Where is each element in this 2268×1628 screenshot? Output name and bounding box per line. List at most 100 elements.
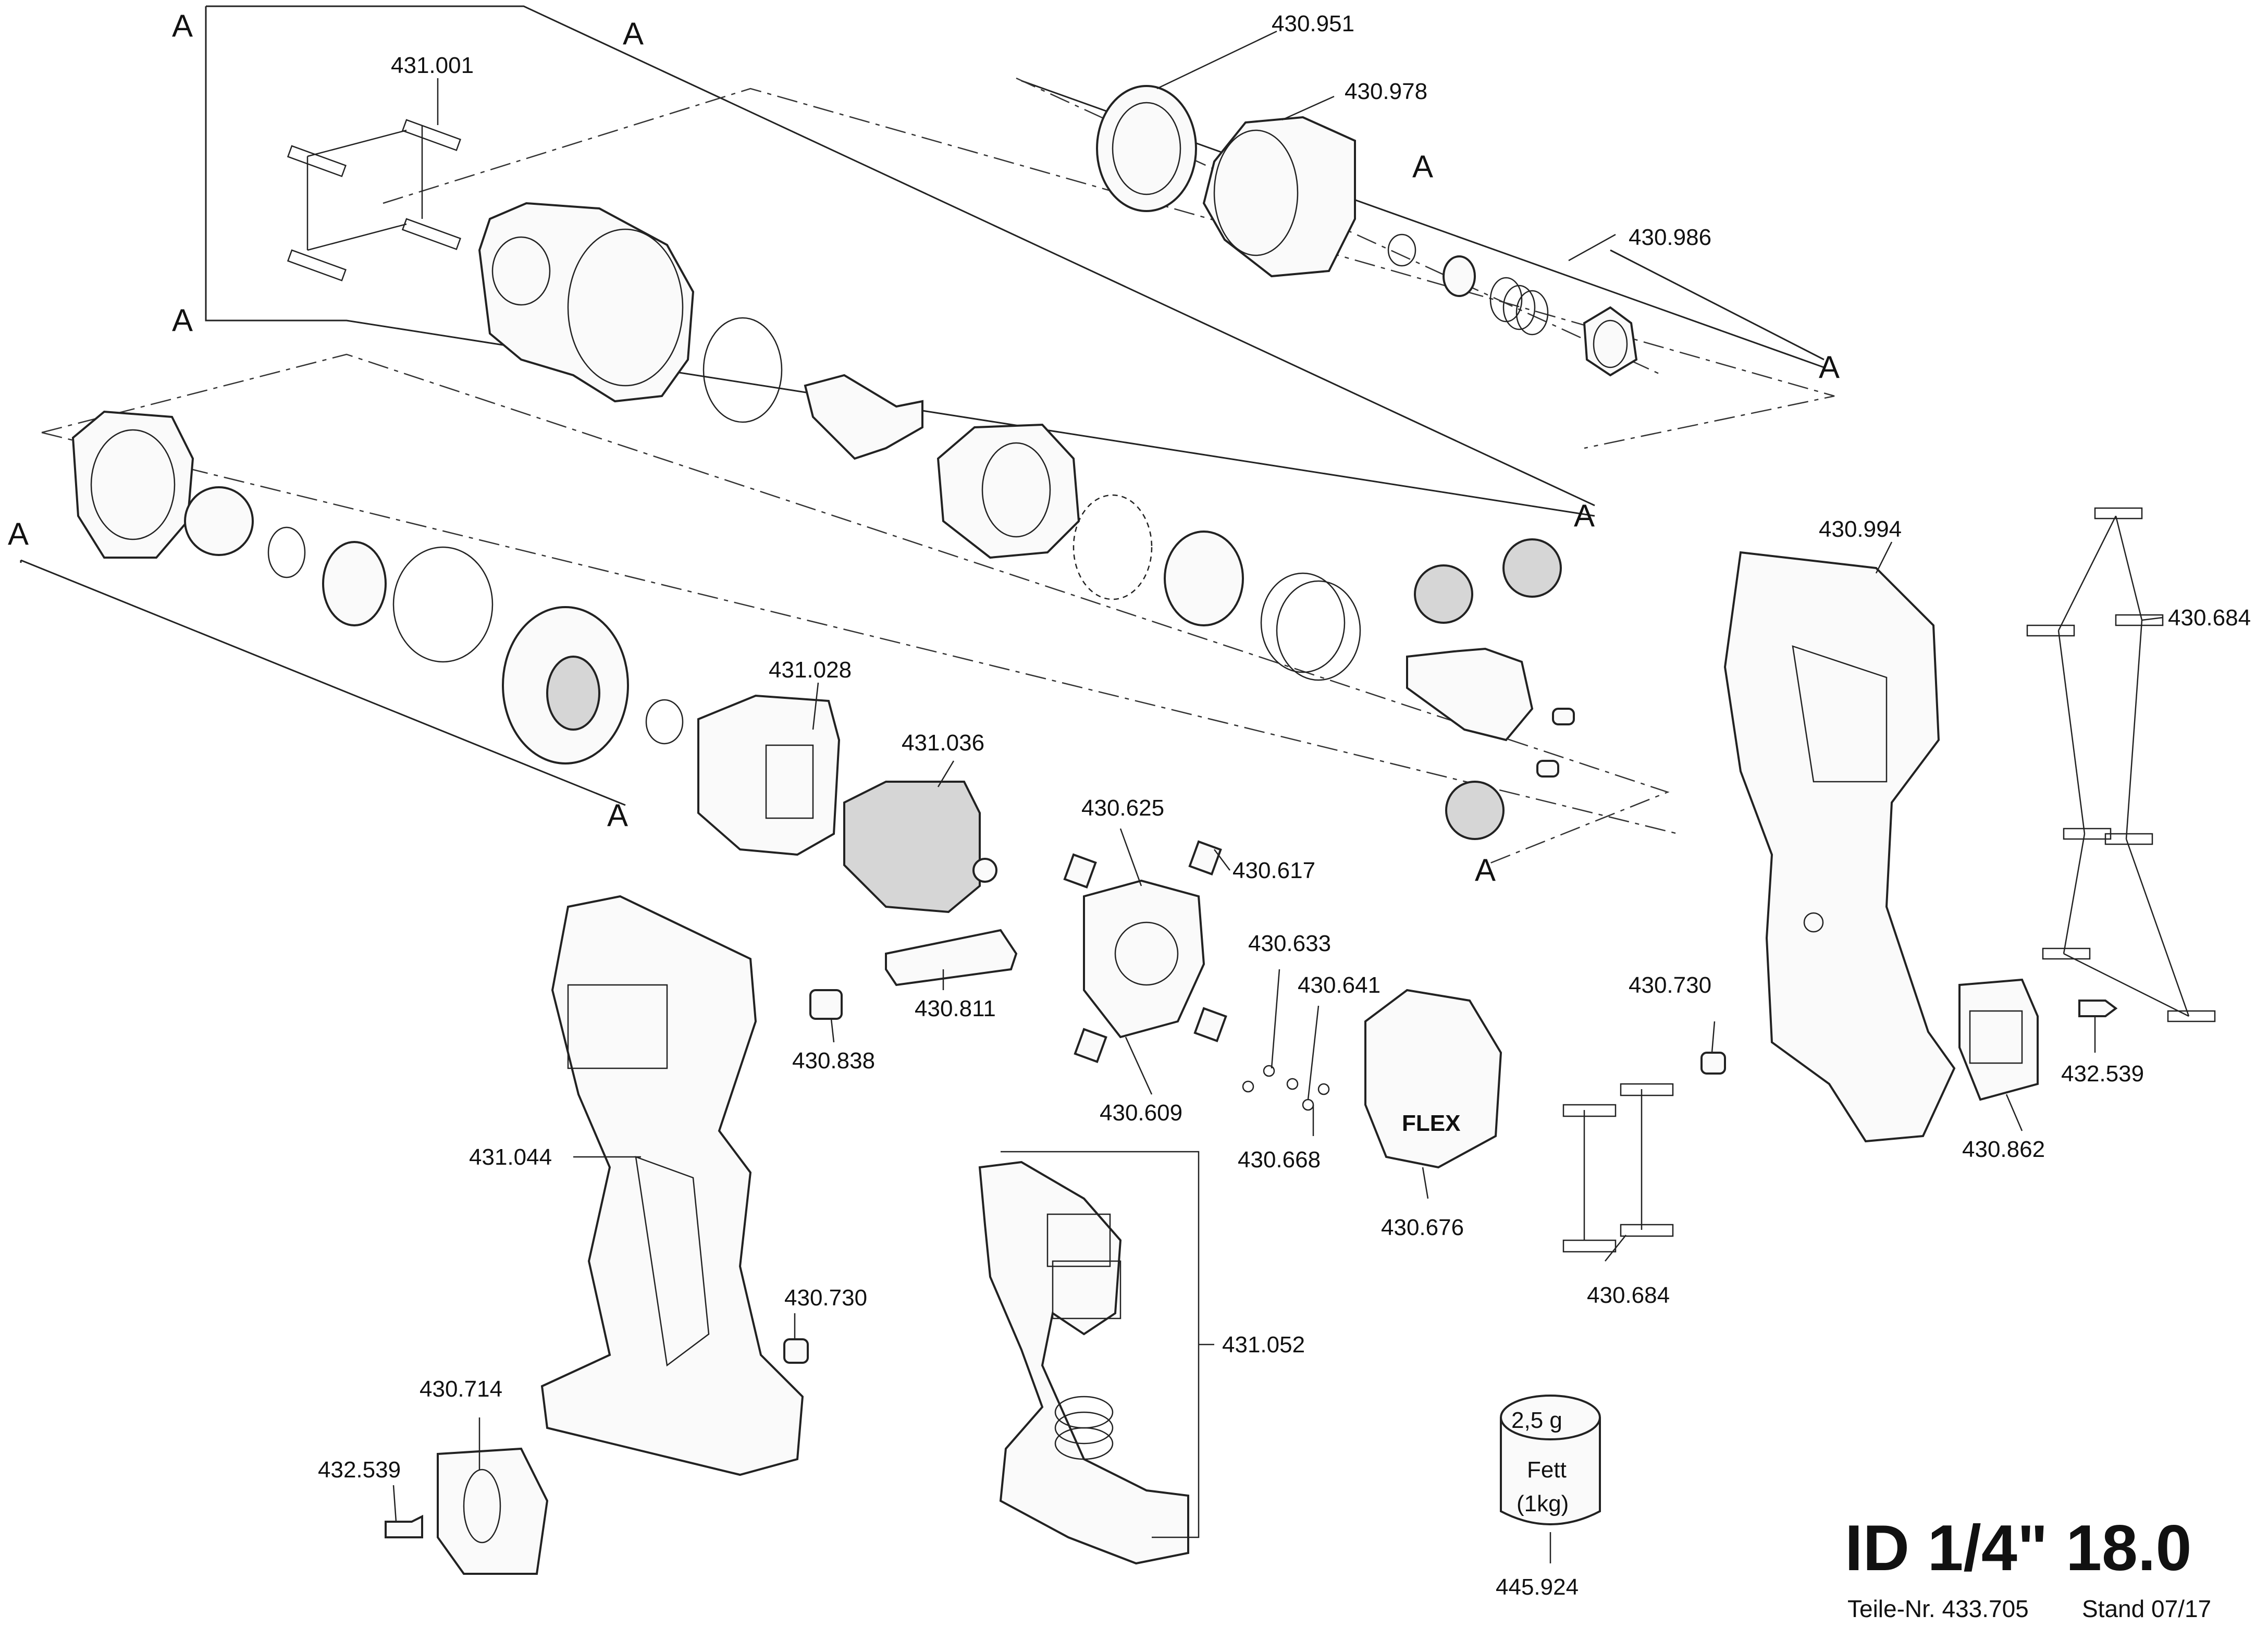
motor-row: FLEX xyxy=(697,694,1726,1169)
part-label-430609: 430.609 xyxy=(1100,1100,1182,1126)
part-number: Teile-Nr. 433.705 xyxy=(1847,1595,2029,1622)
housing-half-left xyxy=(540,895,804,1476)
document-title: ID 1/4" 18.0 xyxy=(1845,1512,2192,1584)
part-label-430684: 430.684 xyxy=(1587,1282,1670,1308)
screw-small xyxy=(2078,1000,2118,1017)
gearbox-row xyxy=(71,410,1575,840)
part-label-431028: 431.028 xyxy=(769,657,852,683)
grease-size: (1kg) xyxy=(1517,1491,1569,1516)
ball-bearing-ring xyxy=(1073,494,1153,600)
section-marker-a: A xyxy=(8,516,29,551)
front-cover-sleeve xyxy=(1202,116,1356,278)
washer-small xyxy=(267,526,306,578)
o-ring xyxy=(702,317,783,423)
housing-half-right xyxy=(1723,551,1956,1143)
part-label-432539: 432.539 xyxy=(318,1457,401,1483)
leader-lines xyxy=(392,30,2163,1522)
front-cover-group xyxy=(1016,77,1663,377)
part-label-430730: 430.730 xyxy=(1629,972,1711,998)
part-label-430986: 430.986 xyxy=(1629,225,1711,250)
screw-set-430684 xyxy=(2026,507,2216,1022)
part-label-430633: 430.633 xyxy=(1248,931,1331,956)
belt-clip xyxy=(437,1447,549,1575)
section-markers: A A A A A A A A A xyxy=(8,8,1840,887)
screw-set-431001 xyxy=(287,119,461,281)
washer xyxy=(1443,255,1476,297)
spacer-disc xyxy=(184,486,254,556)
section-marker-a: A xyxy=(172,303,193,338)
planet-gear xyxy=(1414,564,1473,624)
planet-gear xyxy=(1502,538,1562,598)
planet-gear xyxy=(1445,781,1505,840)
screw-set-430684-lower xyxy=(1562,1083,1674,1253)
switch-small xyxy=(809,989,843,1020)
section-marker-a: A xyxy=(1574,498,1595,533)
part-label-431001: 431.001 xyxy=(391,53,474,78)
switch-assembly xyxy=(978,1151,1200,1565)
part-label-430676: 430.676 xyxy=(1381,1215,1464,1240)
grease-can: 2,5 g Fett (1kg) 445.924 xyxy=(1496,1395,1601,1600)
pin xyxy=(1536,760,1559,778)
part-label-431044: 431.044 xyxy=(469,1144,552,1170)
spindle xyxy=(1406,647,1534,742)
part-label-430617: 430.617 xyxy=(1232,858,1315,883)
housing-right xyxy=(1723,551,2118,1143)
part-label-430862: 430.862 xyxy=(1962,1137,2045,1162)
pin xyxy=(1552,708,1575,725)
part-label-430951: 430.951 xyxy=(1272,11,1354,36)
grease-name: Fett xyxy=(1527,1457,1567,1483)
gear-housing-opening xyxy=(567,228,684,387)
hammer-spring xyxy=(1260,572,1346,673)
flex-logo: FLEX xyxy=(1402,1111,1460,1136)
part-label-430811: 430.811 xyxy=(915,996,996,1021)
part-label-430625: 430.625 xyxy=(1081,795,1164,821)
part-label-432539: 432.539 xyxy=(2061,1061,2144,1087)
spacer-pin xyxy=(783,1338,809,1364)
brush xyxy=(1188,840,1222,875)
section-marker-a: A xyxy=(607,798,628,833)
section-marker-a: A xyxy=(1475,853,1496,887)
washer-large xyxy=(1164,531,1244,626)
part-labels: 430.951 430.978 430.986 431.001 430.994 … xyxy=(318,11,2251,1483)
rotor xyxy=(843,781,981,914)
part-label-430838: 430.838 xyxy=(792,1048,875,1074)
gear-housing-group xyxy=(287,119,923,460)
brush xyxy=(1063,853,1097,889)
gear-housing-boss xyxy=(491,236,551,306)
brush xyxy=(1193,1007,1227,1042)
section-marker-a: A xyxy=(1412,149,1433,184)
section-marker-a: A xyxy=(1819,350,1840,385)
washer-small xyxy=(645,699,684,745)
part-label-430641: 430.641 xyxy=(1298,972,1380,998)
rear-cover xyxy=(1364,989,1502,1169)
front-cap-ring xyxy=(1096,85,1197,212)
battery-latch xyxy=(1958,978,2039,1101)
section-marker-a: A xyxy=(623,16,644,51)
part-label-430730: 430.730 xyxy=(784,1285,867,1311)
revision-date: Stand 07/17 xyxy=(2082,1595,2212,1622)
part-label-431036: 431.036 xyxy=(902,730,984,756)
brush-card xyxy=(1083,879,1205,1039)
retaining-ring xyxy=(1387,233,1416,267)
o-ring-large xyxy=(392,546,494,663)
part-label-430668: 430.668 xyxy=(1238,1147,1321,1173)
part-label-430684: 430.684 xyxy=(2168,605,2251,631)
part-label-430978: 430.978 xyxy=(1345,79,1427,104)
bearing xyxy=(322,541,387,626)
anvil xyxy=(804,374,923,460)
housing-left xyxy=(385,895,809,1575)
sleeve-bushing xyxy=(1583,306,1638,377)
grease-can-body xyxy=(1500,1417,1601,1525)
grease-amount: 2,5 g xyxy=(1511,1408,1562,1433)
part-label-430714: 430.714 xyxy=(420,1376,502,1402)
spacer-pin xyxy=(1700,1052,1726,1075)
part-label-430994: 430.994 xyxy=(1819,516,1902,542)
section-marker-a: A xyxy=(172,8,193,43)
switch-body xyxy=(978,1161,1189,1565)
washer-nut xyxy=(1242,1080,1254,1093)
spring xyxy=(1489,277,1523,323)
grease-part-number: 445.924 xyxy=(1496,1574,1579,1600)
led-lens xyxy=(885,929,1018,986)
part-label-431052: 431.052 xyxy=(1222,1332,1305,1358)
